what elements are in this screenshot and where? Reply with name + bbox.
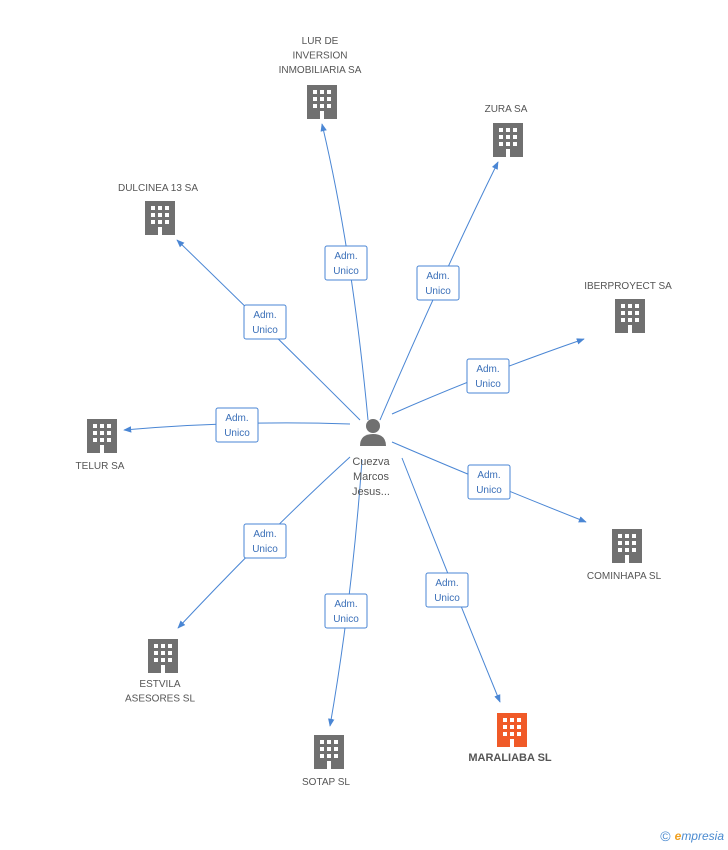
company-node-iberproyect[interactable]: IBERPROYECT SA [584, 281, 672, 333]
company-node-estvila[interactable]: ESTVILA ASESORES SL [125, 639, 195, 705]
edge-label-iberproyect[interactable]: Adm. Unico [466, 358, 510, 394]
person-label: Marcos [353, 471, 390, 483]
edge-label-text: Adm. [225, 413, 248, 424]
company-label: INMOBILIARIA SA [279, 65, 362, 76]
edge-label-cominhapa[interactable]: Adm. Unico [467, 464, 511, 500]
brand-rest: mpresia [681, 829, 724, 843]
edge-label-box [324, 245, 368, 281]
edge-label-text: Unico [434, 593, 460, 604]
edge-label-text: Adm. [435, 578, 458, 589]
company-label: ZURA SA [485, 104, 528, 115]
company-label: ESTVILA [139, 679, 180, 690]
edge-label-text: Adm. [477, 470, 500, 481]
edge-label-box [243, 523, 287, 559]
building-icon [145, 201, 175, 235]
edge-label-box [416, 265, 460, 301]
edge-label-sotap[interactable]: Adm. Unico [324, 593, 368, 629]
edge-label-text: Unico [252, 325, 278, 336]
company-label: SOTAP SL [302, 777, 350, 788]
edge-line-sotap [328, 459, 363, 727]
footer-brand[interactable]: © empresia [660, 828, 724, 844]
company-node-zura[interactable]: ZURA SA [485, 104, 528, 157]
building-icon [148, 639, 178, 673]
company-label: TELUR SA [76, 461, 125, 472]
company-label: DULCINEA 13 SA [118, 183, 198, 194]
edge-label-text: Adm. [334, 251, 357, 262]
edge-label-text: Unico [252, 544, 278, 555]
company-label: LUR DE [302, 36, 339, 47]
edge-label-box [243, 304, 287, 340]
building-icon [307, 85, 337, 119]
edge-label-box [215, 407, 259, 443]
company-node-lur[interactable]: LUR DE INVERSION INMOBILIARIA SA [279, 36, 362, 119]
edge-label-text: Adm. [476, 364, 499, 375]
brand-logo: empresia [675, 829, 724, 843]
edge-label-box [467, 464, 511, 500]
edge-label-text: Unico [475, 379, 501, 390]
building-icon [615, 299, 645, 333]
edge-label-text: Unico [425, 286, 451, 297]
building-icon [314, 735, 344, 769]
building-icon [612, 529, 642, 563]
building-icon [87, 419, 117, 453]
person-icon-head [366, 419, 380, 433]
edge-label-dulcinea[interactable]: Adm. Unico [243, 304, 287, 340]
edge-label-text: Adm. [253, 310, 276, 321]
brand-initial: e [674, 829, 682, 843]
company-node-maraliaba[interactable]: MARALIABA SL [468, 713, 552, 764]
copyright-symbol: © [660, 828, 671, 844]
edge-label-zura[interactable]: Adm. Unico [416, 265, 460, 301]
person-icon [360, 434, 386, 446]
edge-label-text: Adm. [426, 271, 449, 282]
edge-label-text: Adm. [334, 599, 357, 610]
company-label: IBERPROYECT SA [584, 281, 672, 292]
company-label: INVERSION [292, 51, 347, 62]
edge-label-text: Unico [224, 428, 250, 439]
company-node-telur[interactable]: TELUR SA [76, 419, 125, 472]
company-node-cominhapa[interactable]: COMINHAPA SL [587, 529, 662, 582]
edge-label-box [324, 593, 368, 629]
company-label: ASESORES SL [125, 694, 195, 705]
edge-label-text: Unico [333, 614, 359, 625]
edge-label-maraliaba[interactable]: Adm. Unico [425, 572, 469, 608]
edge-label-telur[interactable]: Adm. Unico [215, 407, 259, 443]
company-label: MARALIABA SL [468, 752, 552, 764]
nodes: LUR DE INVERSION INMOBILIARIA SA ZURA SA DUL… [76, 36, 673, 788]
center-person[interactable]: CuezvaMarcosJesus... [352, 419, 391, 498]
edge-label-box [466, 358, 510, 394]
company-node-dulcinea[interactable]: DULCINEA 13 SA [118, 183, 198, 235]
edge-label-text: Unico [476, 485, 502, 496]
edge-label-estvila[interactable]: Adm. Unico [243, 523, 287, 559]
building-icon [493, 123, 523, 157]
edge-label-lur[interactable]: Adm. Unico [324, 245, 368, 281]
edge-label-text: Adm. [253, 529, 276, 540]
edge-label-text: Unico [333, 266, 359, 277]
edge-label-box [425, 572, 469, 608]
company-label: COMINHAPA SL [587, 571, 662, 582]
person-label: Jesus... [352, 486, 390, 498]
building-icon [497, 713, 527, 747]
company-node-sotap[interactable]: SOTAP SL [302, 735, 350, 788]
person-label: Cuezva [352, 456, 390, 468]
